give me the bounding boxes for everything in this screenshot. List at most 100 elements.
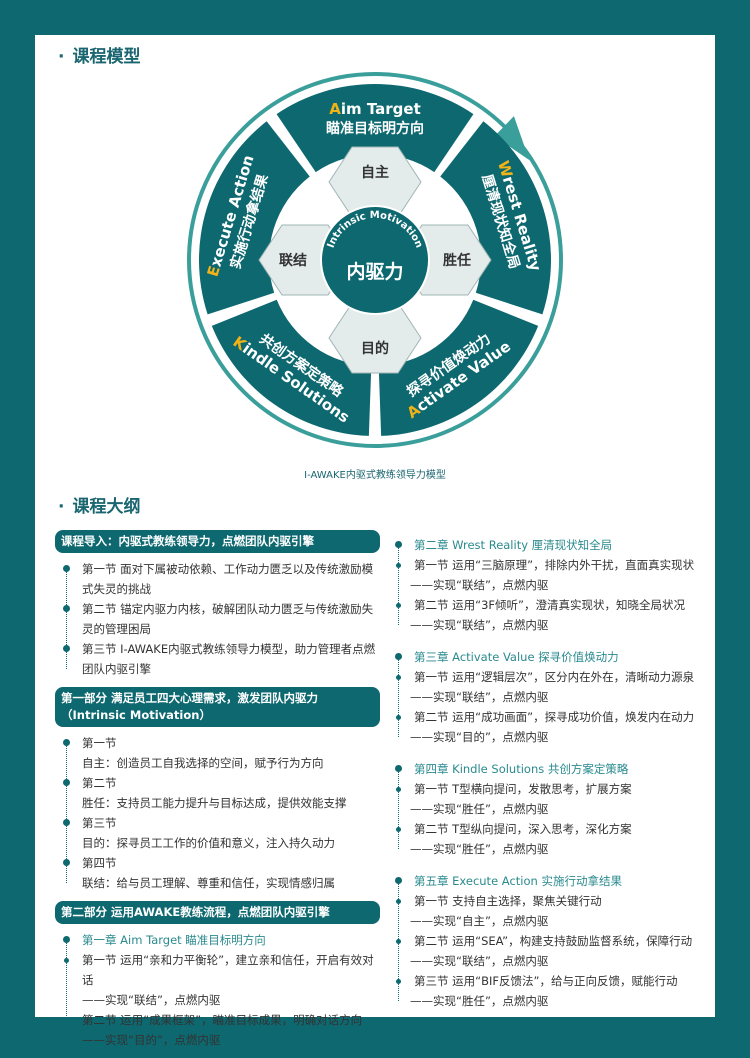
timeline-dot [395, 877, 402, 884]
segment-label: Aim Target 瞄准目标明方向 [326, 100, 424, 137]
segment-initial: A [329, 100, 341, 118]
outline-group: 第五章 Execute Action 实施行动拿结果第一节 支持自主选择，聚焦关… [392, 871, 707, 1011]
timeline-dot [63, 936, 70, 943]
chapter-title: 第四章 Kindle Solutions 共创方案定策略 [392, 759, 707, 779]
section-line: 第一节 运用“亲和力平衡轮”，建立亲和信任，开启有效对话 [82, 953, 374, 987]
outline-list-item: 第二节 运用“SEA”，构建支持鼓励监督系统，保障行动 ——实现“联结”，点燃内驱 [392, 931, 707, 971]
section-line: 第一节 运用“三脑原理”，排除内外干扰，直面真实现状 [414, 558, 695, 572]
need-label: 自主 [361, 164, 389, 181]
outcome-line: ——实现“目的”，点燃内驱 [410, 730, 549, 744]
outline-part-header: 第二部分 运用AWAKE教练流程，点燃团队内驱引擎 [55, 901, 380, 924]
outcome-line: ——实现“目的”，点燃内驱 [82, 1033, 221, 1047]
outline-list-item: 第二节 T型纵向提问，深入思考，深化方案 ——实现“胜任”，点燃内驱 [392, 819, 707, 859]
outline-list-item: 第三节 I-AWAKE内驱式教练领导力模型，助力管理者点燃团队内驱引擎 [55, 639, 380, 679]
model-segment [199, 121, 310, 315]
timeline-dot [396, 603, 401, 608]
chapter-title-text: 第五章 Execute Action 实施行动拿结果 [414, 874, 622, 888]
timeline-dot [63, 859, 70, 866]
title-bullet: · [58, 47, 65, 67]
timeline-dot [396, 563, 401, 568]
segment-chinese-label: 瞄准目标明方向 [326, 120, 424, 137]
need-label: 联结 [279, 252, 307, 269]
core-chinese-label: 内驱力 [346, 260, 403, 283]
section-line: 自主：创造员工自我选择的空间，赋予行为方向 [82, 756, 324, 770]
timeline-dot [396, 675, 401, 680]
outcome-line: ——实现“自主”，点燃内驱 [410, 914, 549, 928]
outline-section-title: · 课程大纲 [58, 492, 140, 517]
outline-title-text: 课程大纲 [72, 497, 141, 517]
cycle-arrow-icon [494, 116, 530, 160]
timeline-dot [396, 979, 401, 984]
model-segment [440, 121, 551, 315]
need-label: 胜任 [443, 252, 471, 269]
chapter-title-text: 第一章 Aim Target 瞄准目标明方向 [82, 933, 266, 947]
outline-list-item: 第二节 运用“成功画面”，探寻成功价值，焕发内在动力——实现“目的”，点燃内驱 [392, 707, 707, 747]
cycle-ring [187, 72, 563, 448]
outline-list-item: 第四节联结：给与员工理解、尊重和信任，实现情感归属 [55, 853, 380, 893]
outline-right-column: 第二章 Wrest Reality 厘清现状知全局第一节 运用“三脑原理”，排除… [392, 535, 707, 1023]
section-line: 第二节 运用“成果框架”，瞄准目标成果，明确对话方向 [82, 1013, 363, 1027]
model-segment [276, 84, 474, 173]
timeline-dot [395, 653, 402, 660]
chapter-title: 第三章 Activate Value 探寻价值焕动力 [392, 647, 707, 667]
outcome-line: ——实现“胜任”，点燃内驱 [410, 842, 549, 856]
timeline-dot [395, 541, 402, 548]
model-segment [211, 299, 372, 436]
outcome-line: ——实现“联结”，点燃内驱 [410, 954, 549, 968]
section-line: 目的：探寻员工工作的价值和意义，注入持久动力 [82, 836, 335, 850]
outline-group: 第四章 Kindle Solutions 共创方案定策略第一节 T型横向提问，发… [392, 759, 707, 859]
outcome-line: ——实现“联结”，点燃内驱 [410, 578, 549, 592]
timeline-dot [396, 899, 401, 904]
outline-list-item: 第一节自主：创造员工自我选择的空间，赋予行为方向 [55, 733, 380, 773]
outline-list-item: 第一节 运用“亲和力平衡轮”，建立亲和信任，开启有效对话 ——实现“联结”，点燃内… [55, 950, 380, 1010]
timeline-dot [63, 739, 70, 746]
section-line: 第二节 T型纵向提问，深入思考，深化方案 [414, 822, 632, 836]
outline-group: 第一章 Aim Target 瞄准目标明方向第一节 运用“亲和力平衡轮”，建立亲… [55, 930, 380, 1050]
timeline-dot [396, 787, 401, 792]
outline-list-item: 第二节胜任：支持员工能力提升与目标达成，提供效能支撑 [55, 773, 380, 813]
model-section-title: ·课程模型 [58, 42, 140, 67]
core-circle [320, 205, 430, 315]
outline-group: 第三章 Activate Value 探寻价值焕动力第一节 运用“逻辑层次”，区… [392, 647, 707, 747]
timeline-dot [63, 645, 70, 652]
model-caption: I-AWAKE内驱式教练领导力模型 [304, 470, 446, 481]
chapter-title-text: 第四章 Kindle Solutions 共创方案定策略 [414, 762, 629, 776]
outcome-line: ——实现“联结”，点燃内驱 [410, 690, 549, 704]
timeline-dot [396, 939, 401, 944]
outline-list-item: 第一节 T型横向提问，发散思考，扩展方案——实现“胜任”，点燃内驱 [392, 779, 707, 819]
outline-part-header: 课程导入：内驱式教练领导力，点燃团队内驱引擎 [55, 530, 380, 553]
timeline-dot [64, 1018, 69, 1023]
outline-group: 第一节 面对下属被动依赖、工作动力匮乏以及传统激励模式失灵的挑战第二节 锚定内驱… [55, 559, 380, 679]
outline-list-item: 第一节 面对下属被动依赖、工作动力匮乏以及传统激励模式失灵的挑战 [55, 559, 380, 599]
section-line: 第一节 [82, 736, 117, 750]
segment-initial: W [494, 159, 516, 181]
timeline-dot [395, 765, 402, 772]
section-line: 第四节 [82, 856, 117, 870]
timeline-dot [63, 779, 70, 786]
section-line: 联结：给与员工理解、尊重和信任，实现情感归属 [82, 876, 335, 890]
section-line: 第三节 运用“BIF反馈法”，给与正向反馈，赋能行动 [414, 974, 678, 988]
outline-list-item: 第二节 运用“3F倾听”，澄清真实现状，知晓全局状况——实现“联结”，点燃内驱 [392, 595, 707, 635]
outcome-line: ——实现“联结”，点燃内驱 [82, 993, 221, 1007]
outline-left-column: 课程导入：内驱式教练领导力，点燃团队内驱引擎第一节 面对下属被动依赖、工作动力匮… [55, 530, 380, 1058]
outline-list-item: 第一节 运用“逻辑层次”，区分内在外在，清晰动力源泉——实现“联结”，点燃内驱 [392, 667, 707, 707]
section-line: 第二节 运用“3F倾听”，澄清真实现状，知晓全局状况 [414, 598, 685, 612]
section-line: 第二节 运用“SEA”，构建支持鼓励监督系统，保障行动 [414, 934, 693, 948]
section-line: 第一节 支持自主选择，聚焦关键行动 [414, 894, 602, 908]
need-label: 目的 [361, 340, 389, 357]
outline-list-item: 第二节 锚定内驱力内核，破解团队动力匮乏与传统激励失灵的管理困局 [55, 599, 380, 639]
outline-list-item: 第一节 运用“三脑原理”，排除内外干扰，直面真实现状 ——实现“联结”，点燃内驱 [392, 555, 707, 595]
outline-list-item: 第三节目的：探寻员工工作的价值和意义，注入持久动力 [55, 813, 380, 853]
chapter-title-text: 第二章 Wrest Reality 厘清现状知全局 [414, 538, 613, 552]
section-line: 第三节 [82, 816, 117, 830]
section-line: 第二节 [82, 776, 117, 790]
model-segment [378, 299, 539, 436]
title-bullet: · [58, 497, 65, 517]
outline-list-item: 第三节 运用“BIF反馈法”，给与正向反馈，赋能行动——实现“胜任”，点燃内驱 [392, 971, 707, 1011]
timeline-dot [63, 605, 70, 612]
section-line: 第二节 锚定内驱力内核，破解团队动力匮乏与传统激励失灵的管理困局 [82, 602, 374, 636]
segment-english-label: Aim Target [329, 100, 421, 118]
section-line: 胜任：支持员工能力提升与目标达成，提供效能支撑 [82, 796, 347, 810]
section-line: 第一节 T型横向提问，发散思考，扩展方案 [414, 782, 632, 796]
segment-initial: E [204, 264, 224, 279]
